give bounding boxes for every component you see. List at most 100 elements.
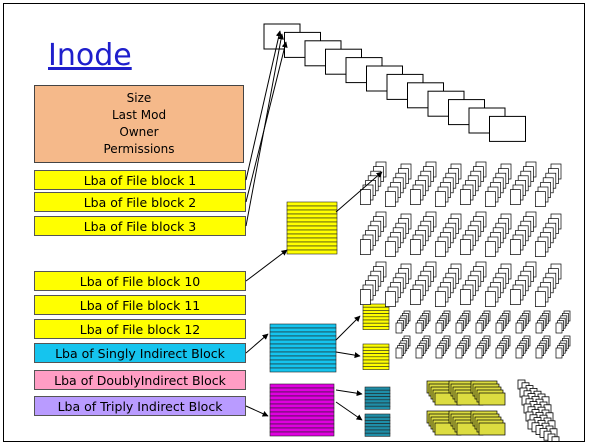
indirect-block-small-1: [363, 304, 389, 330]
dark-cascade: [436, 336, 450, 358]
stack-line: [270, 352, 336, 356]
white-cascade: [510, 162, 536, 205]
cluster-block: [510, 240, 520, 255]
stack-line: [270, 324, 336, 328]
cluster-block: [360, 290, 370, 305]
cluster-block: [460, 190, 470, 205]
indirect-block-small-3: [365, 387, 390, 409]
cluster-block: [396, 323, 402, 333]
cluster-block: [536, 323, 542, 333]
stack-line: [365, 420, 390, 423]
stack-line: [363, 363, 389, 366]
stack-line: [363, 326, 389, 329]
dark-cascade: [536, 336, 550, 358]
white-cascade: [485, 214, 511, 257]
dense-block: [552, 437, 559, 442]
stack-line: [270, 384, 334, 388]
white-cascade: [460, 262, 486, 305]
cluster-block: [535, 242, 545, 257]
pointer-arrow: [246, 406, 268, 416]
white-cascade: [435, 214, 461, 257]
white-cascade: [510, 212, 536, 255]
stack-line: [363, 344, 389, 347]
cluster-block: [516, 323, 522, 333]
cluster-block: [435, 192, 445, 207]
stack-line: [287, 218, 337, 222]
dark-cascade: [556, 311, 570, 333]
white-cascade: [535, 164, 561, 207]
dark-cascade: [556, 336, 570, 358]
dark-cascade: [436, 311, 450, 333]
cluster-block: [410, 290, 420, 305]
stack-line: [365, 403, 390, 406]
dark-cascade: [536, 311, 550, 333]
cluster-block: [416, 323, 422, 333]
cluster-block: [436, 348, 442, 358]
stack-line: [363, 307, 389, 310]
pointer-arrow: [336, 390, 362, 394]
white-cascade: [485, 164, 511, 207]
stack-line: [287, 222, 337, 226]
stack-line: [365, 427, 390, 430]
cluster-block: [436, 323, 442, 333]
stack-line: [365, 387, 390, 390]
white-cascade: [485, 264, 511, 307]
white-cascade: [360, 162, 386, 205]
stack-line: [270, 348, 336, 352]
dark-cascade: [476, 336, 490, 358]
stack-line: [365, 400, 390, 403]
dark-cascade: [456, 311, 470, 333]
stack-line: [365, 433, 390, 436]
white-cascade: [360, 212, 386, 255]
stack-line: [287, 226, 337, 230]
dark-cascade: [396, 336, 410, 358]
stack-line: [363, 320, 389, 323]
dark-cascade: [476, 311, 490, 333]
pointer-arrow: [336, 316, 360, 340]
stack-line: [270, 396, 334, 400]
pointer-arrow: [336, 352, 360, 356]
stack-line: [270, 368, 336, 372]
cluster-block: [416, 348, 422, 358]
stack-line: [363, 357, 389, 360]
cluster-block: [485, 292, 495, 307]
stack-line: [270, 412, 334, 416]
stack-line: [270, 404, 334, 408]
slide: Inode Size Last Mod Owner Permissions Lb…: [3, 3, 585, 442]
stack-line: [287, 202, 337, 206]
stack-line: [363, 317, 389, 320]
white-cascade: [435, 264, 461, 307]
doubly-indirect-block: [270, 384, 334, 436]
white-cascade: [360, 262, 386, 305]
indirect-block-yellow: [287, 202, 337, 254]
olive-block: [479, 393, 505, 405]
stack-line: [363, 314, 389, 317]
white-cascade: [410, 212, 436, 255]
cluster-block: [496, 348, 502, 358]
stack-line: [287, 234, 337, 238]
cluster-block: [535, 192, 545, 207]
white-cascade: [535, 264, 561, 307]
white-cascade: [410, 262, 436, 305]
stack-line: [287, 238, 337, 242]
white-cascade: [535, 214, 561, 257]
stack-line: [270, 392, 334, 396]
stack-line: [287, 250, 337, 254]
stack-line: [287, 230, 337, 234]
stack-line: [270, 408, 334, 412]
dark-cascade: [416, 336, 430, 358]
stack-line: [365, 406, 390, 409]
cluster-block: [456, 348, 462, 358]
white-cascade: [410, 162, 436, 205]
stack-line: [363, 350, 389, 353]
cluster-block: [360, 240, 370, 255]
singly-indirect-block: [270, 324, 336, 372]
cluster-block: [535, 292, 545, 307]
cluster-block: [385, 192, 395, 207]
cluster-block: [510, 290, 520, 305]
cluster-block: [410, 190, 420, 205]
white-cascade: [435, 164, 461, 207]
cluster-block: [396, 348, 402, 358]
cluster-block: [410, 240, 420, 255]
stack-line: [270, 388, 334, 392]
